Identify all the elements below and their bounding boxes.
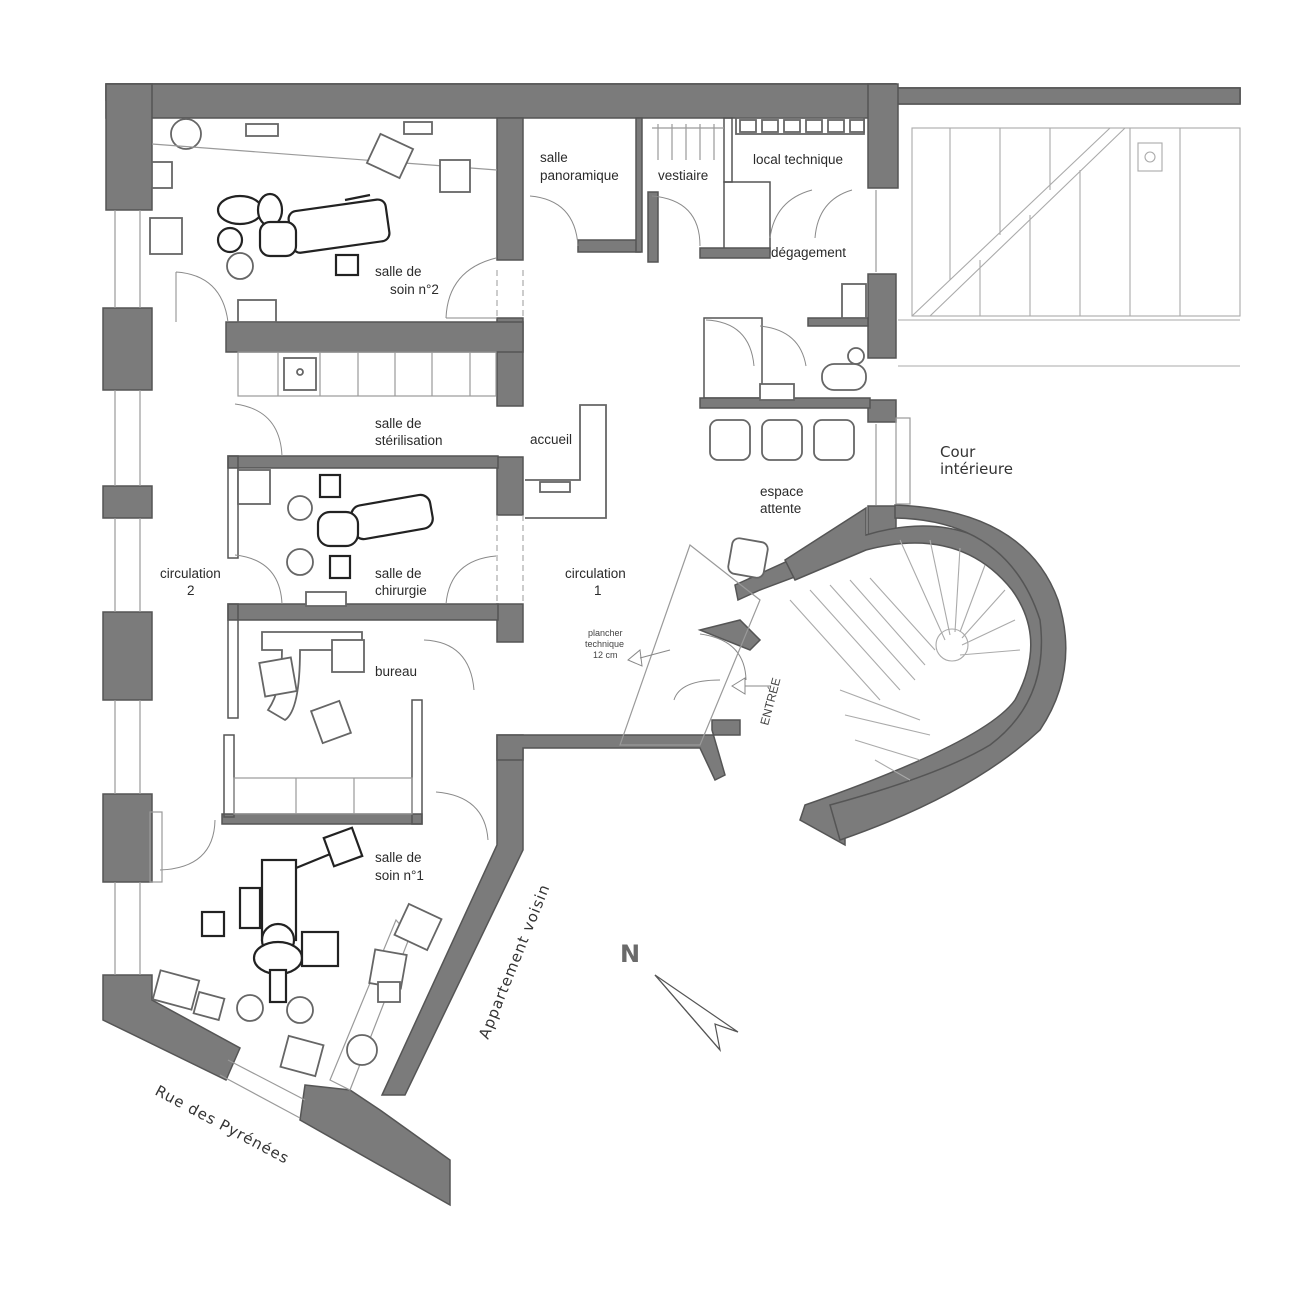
label-chirurgie-line2: chirurgie (375, 583, 427, 598)
straight-staircase (898, 127, 1241, 367)
label-cour-line2: intérieure (940, 460, 1013, 478)
label-attente-line2: attente (760, 501, 801, 516)
label-circulation1-line1: circulation (565, 566, 626, 581)
label-plancher-line3: 12 cm (593, 650, 618, 660)
label-plancher-line1: plancher (588, 628, 623, 638)
label-soin1-line2: soin n°1 (375, 868, 424, 883)
label-soin2-line2: soin n°2 (390, 282, 439, 297)
label-plancher-line2: technique (585, 639, 624, 649)
exterior-walls (102, 83, 1241, 1207)
label-chirurgie-line1: salle de (375, 566, 422, 581)
furniture (149, 117, 867, 1091)
label-rue: Rue des Pyrénées (152, 1082, 292, 1168)
label-sterilisation-line1: salle de (375, 416, 422, 431)
label-circulation1-line2: 1 (594, 583, 602, 598)
label-soin1-line1: salle de (375, 850, 422, 865)
label-degagement: dégagement (771, 245, 846, 260)
label-sterilisation-line2: stérilisation (375, 433, 443, 448)
label-panoramique-line1: salle (540, 150, 568, 165)
entry-arrow-icon (627, 649, 770, 695)
surgical-chair (316, 473, 434, 580)
dental-chair-1 (200, 826, 364, 1004)
label-bureau: bureau (375, 664, 417, 679)
room-labels: salle de soin n°2 salle panoramique vest… (160, 150, 846, 883)
label-attente-line1: espace (760, 484, 804, 499)
north-arrow-icon (654, 974, 739, 1053)
label-vestiaire: vestiaire (658, 168, 708, 183)
label-cour-line1: Cour (940, 443, 976, 461)
label-circulation2-line1: circulation (160, 566, 221, 581)
door-swings (159, 189, 853, 871)
label-local-technique: local technique (753, 152, 843, 167)
label-entree: ENTRÉE (756, 676, 783, 727)
interior-walls (221, 117, 871, 825)
label-accueil: accueil (530, 432, 572, 447)
label-panoramique-line2: panoramique (540, 168, 619, 183)
north-label: N (620, 940, 640, 968)
spiral-staircase (784, 504, 1067, 847)
dental-chair-2 (216, 192, 391, 277)
waiting-chairs (709, 419, 855, 579)
label-soin2-line1: salle de (375, 264, 422, 279)
label-circulation2-line2: 2 (187, 583, 195, 598)
facade-windows (114, 190, 911, 1119)
